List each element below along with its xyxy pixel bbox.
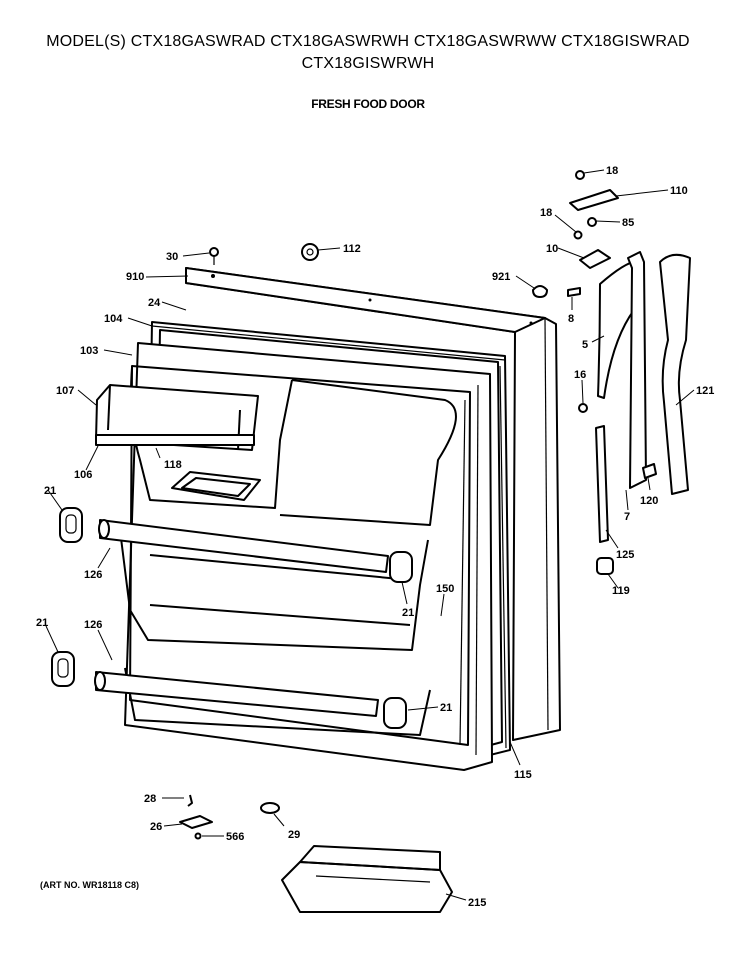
leader-lines <box>45 169 695 901</box>
section-title: FRESH FOOD DOOR <box>311 97 425 111</box>
callout-119: 119 <box>612 585 630 597</box>
callout-112: 112 <box>343 243 361 255</box>
hinge-plate <box>579 249 611 269</box>
callout-921: 921 <box>492 271 510 283</box>
small-parts-right <box>567 287 657 575</box>
handle-mount <box>627 251 647 489</box>
callout-7: 7 <box>624 511 630 523</box>
art-number: (ART NO. WR18118 C8) <box>40 880 140 890</box>
model-list-line-2: CTX18GISWRWH <box>301 55 435 72</box>
shelf-support-right-upper <box>389 551 413 583</box>
butter-tray <box>171 471 261 501</box>
callout-126-lower: 126 <box>84 619 102 631</box>
callout-121: 121 <box>696 385 714 397</box>
callout-566: 566 <box>226 831 244 843</box>
handle <box>659 253 691 495</box>
screws-top <box>209 170 597 298</box>
dairy-door <box>95 384 259 451</box>
callout-106: 106 <box>74 469 92 481</box>
model-list-line-1: MODEL(S) CTX18GASWRAD CTX18GASWRWH CTX18… <box>46 33 690 50</box>
callout-85: 85 <box>622 217 634 229</box>
callout-21-lower-right: 21 <box>440 702 452 714</box>
shelf-support-left-lower <box>51 651 75 687</box>
callout-5: 5 <box>582 339 588 351</box>
shelf-support-left-upper <box>59 507 83 543</box>
callout-215: 215 <box>468 897 486 909</box>
callout-21-lower-left: 21 <box>36 617 48 629</box>
callout-30: 30 <box>166 251 178 263</box>
callout-104: 104 <box>104 313 123 325</box>
upper-shelf-bar <box>98 519 389 573</box>
callout-21-upper-right: 21 <box>402 607 414 619</box>
callout-10: 10 <box>546 243 558 255</box>
shelf-support-right-lower <box>383 697 407 729</box>
callout-24: 24 <box>148 297 161 309</box>
callout-910: 910 <box>126 271 144 283</box>
handle-trim-strip <box>595 425 609 543</box>
callout-103: 103 <box>80 345 98 357</box>
callout-26: 26 <box>150 821 162 833</box>
callout-126-upper: 126 <box>84 569 102 581</box>
callout-115: 115 <box>514 769 532 781</box>
callout-125: 125 <box>616 549 634 561</box>
callout-29: 29 <box>288 829 300 841</box>
callout-107: 107 <box>56 385 74 397</box>
outer-door-panel <box>185 267 561 741</box>
callout-28: 28 <box>144 793 156 805</box>
callout-16: 16 <box>574 369 586 381</box>
callout-21-upper-left: 21 <box>44 485 56 497</box>
callout-120: 120 <box>640 495 658 507</box>
hinge-cover <box>569 189 619 211</box>
callout-150: 150 <box>436 583 454 595</box>
callout-8: 8 <box>568 313 574 325</box>
callout-labels: 18 110 18 85 10 30 112 910 921 24 8 104 … <box>36 165 714 909</box>
lower-shelf-bar <box>94 671 379 717</box>
callout-18-top: 18 <box>606 165 618 177</box>
callout-118: 118 <box>164 459 182 471</box>
small-parts-lower <box>179 794 280 840</box>
callout-18-mid: 18 <box>540 207 552 219</box>
callout-110: 110 <box>670 185 688 197</box>
door-bin <box>281 845 453 913</box>
